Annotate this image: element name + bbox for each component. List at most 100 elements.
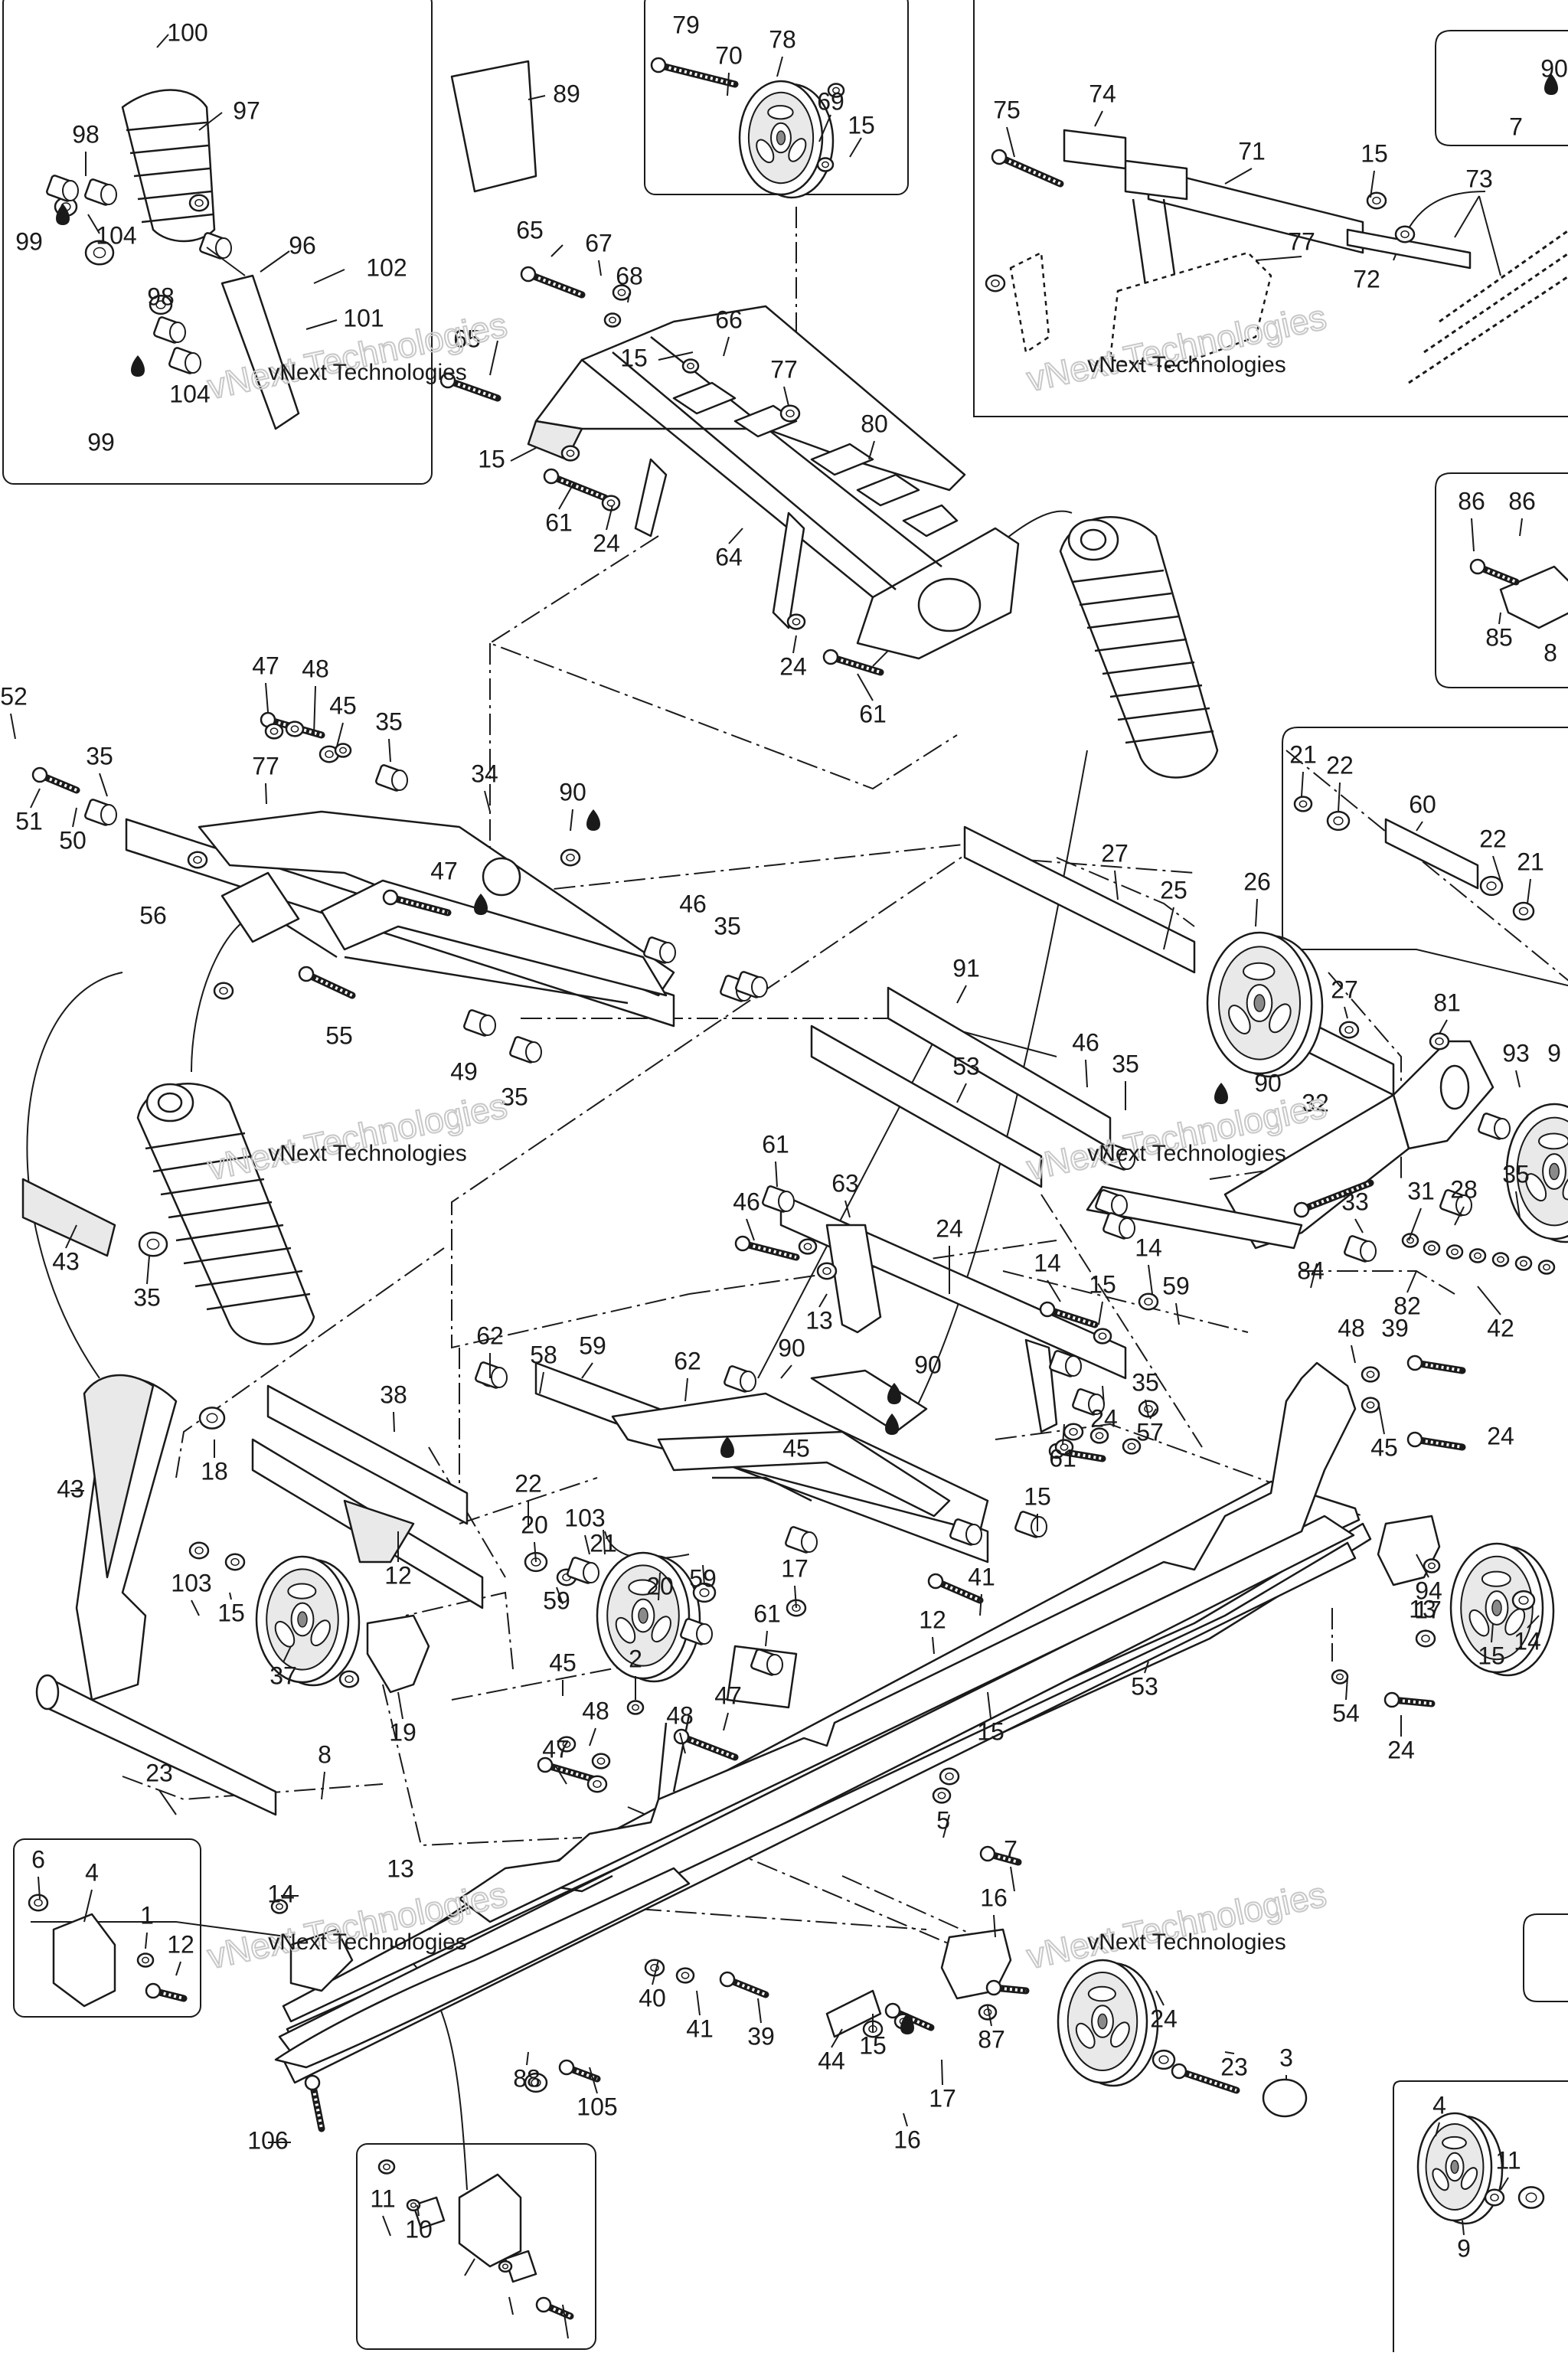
leader-line [1224, 168, 1253, 185]
bushing-end [659, 942, 676, 963]
leader-line [1492, 855, 1501, 881]
part-label: 91 [952, 954, 980, 982]
front-shaft-brackets [672, 381, 959, 538]
washer-hole [617, 289, 626, 296]
bolt [439, 372, 501, 402]
part-label: 58 [530, 1341, 557, 1368]
part-label: 15 [977, 1717, 1004, 1745]
idler-wheel-93 [1505, 1103, 1568, 1243]
bolt [304, 2074, 325, 2132]
shaft-18 [266, 1384, 469, 1525]
washer [1138, 1292, 1159, 1311]
bolt-thread [390, 896, 449, 914]
washer [779, 404, 801, 423]
bushing [84, 178, 117, 206]
idler-wheel-103-right [596, 1551, 701, 1683]
part-label: 71 [1238, 137, 1266, 165]
washer [1415, 1629, 1436, 1648]
part-label: 28 [1450, 1175, 1478, 1203]
leader-line [265, 682, 269, 713]
bolt [979, 1845, 1022, 1866]
leader-line [1519, 518, 1523, 537]
leader-line [1098, 1301, 1103, 1325]
part-label: 16 [980, 1884, 1008, 1911]
leader-line [1478, 195, 1501, 276]
part-label: 45 [549, 1649, 577, 1676]
stopper-5 [52, 1913, 116, 2008]
sleeve-89 [450, 60, 537, 193]
rear-arm-bracket [810, 1369, 928, 1433]
center-line-mid [451, 841, 985, 1349]
idler-wheel-78-window [788, 138, 807, 162]
front-arm-bracket [220, 871, 300, 943]
part-label: 65 [453, 325, 481, 352]
leader-line [818, 1293, 828, 1308]
front-arm-crossbar [320, 879, 668, 997]
part-label: 10 [405, 2215, 433, 2243]
part-label: 61 [762, 1130, 789, 1158]
leader-line [87, 214, 100, 234]
bushing-end [62, 180, 79, 201]
bushing-end [169, 322, 186, 343]
front-shock-eye-hole [157, 1092, 183, 1113]
washer-hole [1366, 1371, 1375, 1378]
part-label: 35 [1502, 1160, 1530, 1188]
leader-line [723, 1712, 729, 1731]
bolt-thread [544, 1763, 598, 1782]
part-label: 13 [805, 1306, 833, 1334]
washer-hole [1518, 1596, 1529, 1605]
bolt-thread [447, 379, 498, 400]
idler-wheel-78-window [767, 105, 794, 120]
idler-wheel-103-right-window [651, 1616, 671, 1643]
washer [524, 2072, 548, 2093]
part-label: 68 [616, 262, 643, 289]
bushing [1014, 1511, 1047, 1538]
leader-line [684, 1377, 688, 1402]
leader-line [932, 1636, 935, 1655]
idler-wheel-88-window [1432, 2168, 1449, 2191]
bolt-head [439, 372, 456, 389]
washer-hole [34, 1898, 43, 1907]
bushing [643, 936, 676, 964]
leader-line [818, 114, 831, 142]
bolt-thread [681, 1735, 736, 1759]
part-label: 81 [1433, 988, 1461, 1016]
bolt [927, 1573, 984, 1604]
part-label: 46 [679, 890, 707, 917]
part-label: 85 [1485, 623, 1513, 651]
part-label: 48 [1338, 1314, 1365, 1341]
washer [188, 1541, 210, 1560]
bushing [1049, 1350, 1082, 1377]
part-label: 8 [1544, 639, 1557, 666]
watermark-text-small: vNext Technologies [1087, 1930, 1286, 1955]
leader-line [321, 1771, 325, 1800]
bushing-end [696, 1623, 713, 1645]
part-label: 14 [1135, 1234, 1162, 1261]
washer-hole [345, 1675, 354, 1684]
leader-line [1462, 2220, 1465, 2236]
shaft-53-rear [810, 1024, 1043, 1188]
part-label: 25 [1160, 876, 1187, 904]
washer-hole [1333, 816, 1344, 825]
part-label: 98 [72, 120, 100, 148]
bushing-end [778, 1191, 795, 1212]
part-label: 69 [817, 87, 844, 115]
washer [626, 1700, 645, 1715]
bolt-head [927, 1573, 944, 1590]
washer-hole [822, 161, 829, 168]
washer-hole [792, 618, 801, 626]
major-parts [21, 60, 1568, 2283]
bushing-end [1119, 1217, 1135, 1239]
center-line-v [1285, 750, 1568, 982]
leader-line [484, 790, 491, 812]
leader-line [198, 112, 223, 131]
grease-drop-icon [586, 809, 600, 831]
bolt-head [979, 1845, 996, 1862]
track-belt [1408, 229, 1568, 384]
part-label: 67 [585, 229, 612, 257]
part-label: 12 [384, 1561, 412, 1589]
leader-line [313, 685, 316, 736]
washer-hole [1366, 1401, 1375, 1409]
bolt-head [734, 1235, 751, 1252]
